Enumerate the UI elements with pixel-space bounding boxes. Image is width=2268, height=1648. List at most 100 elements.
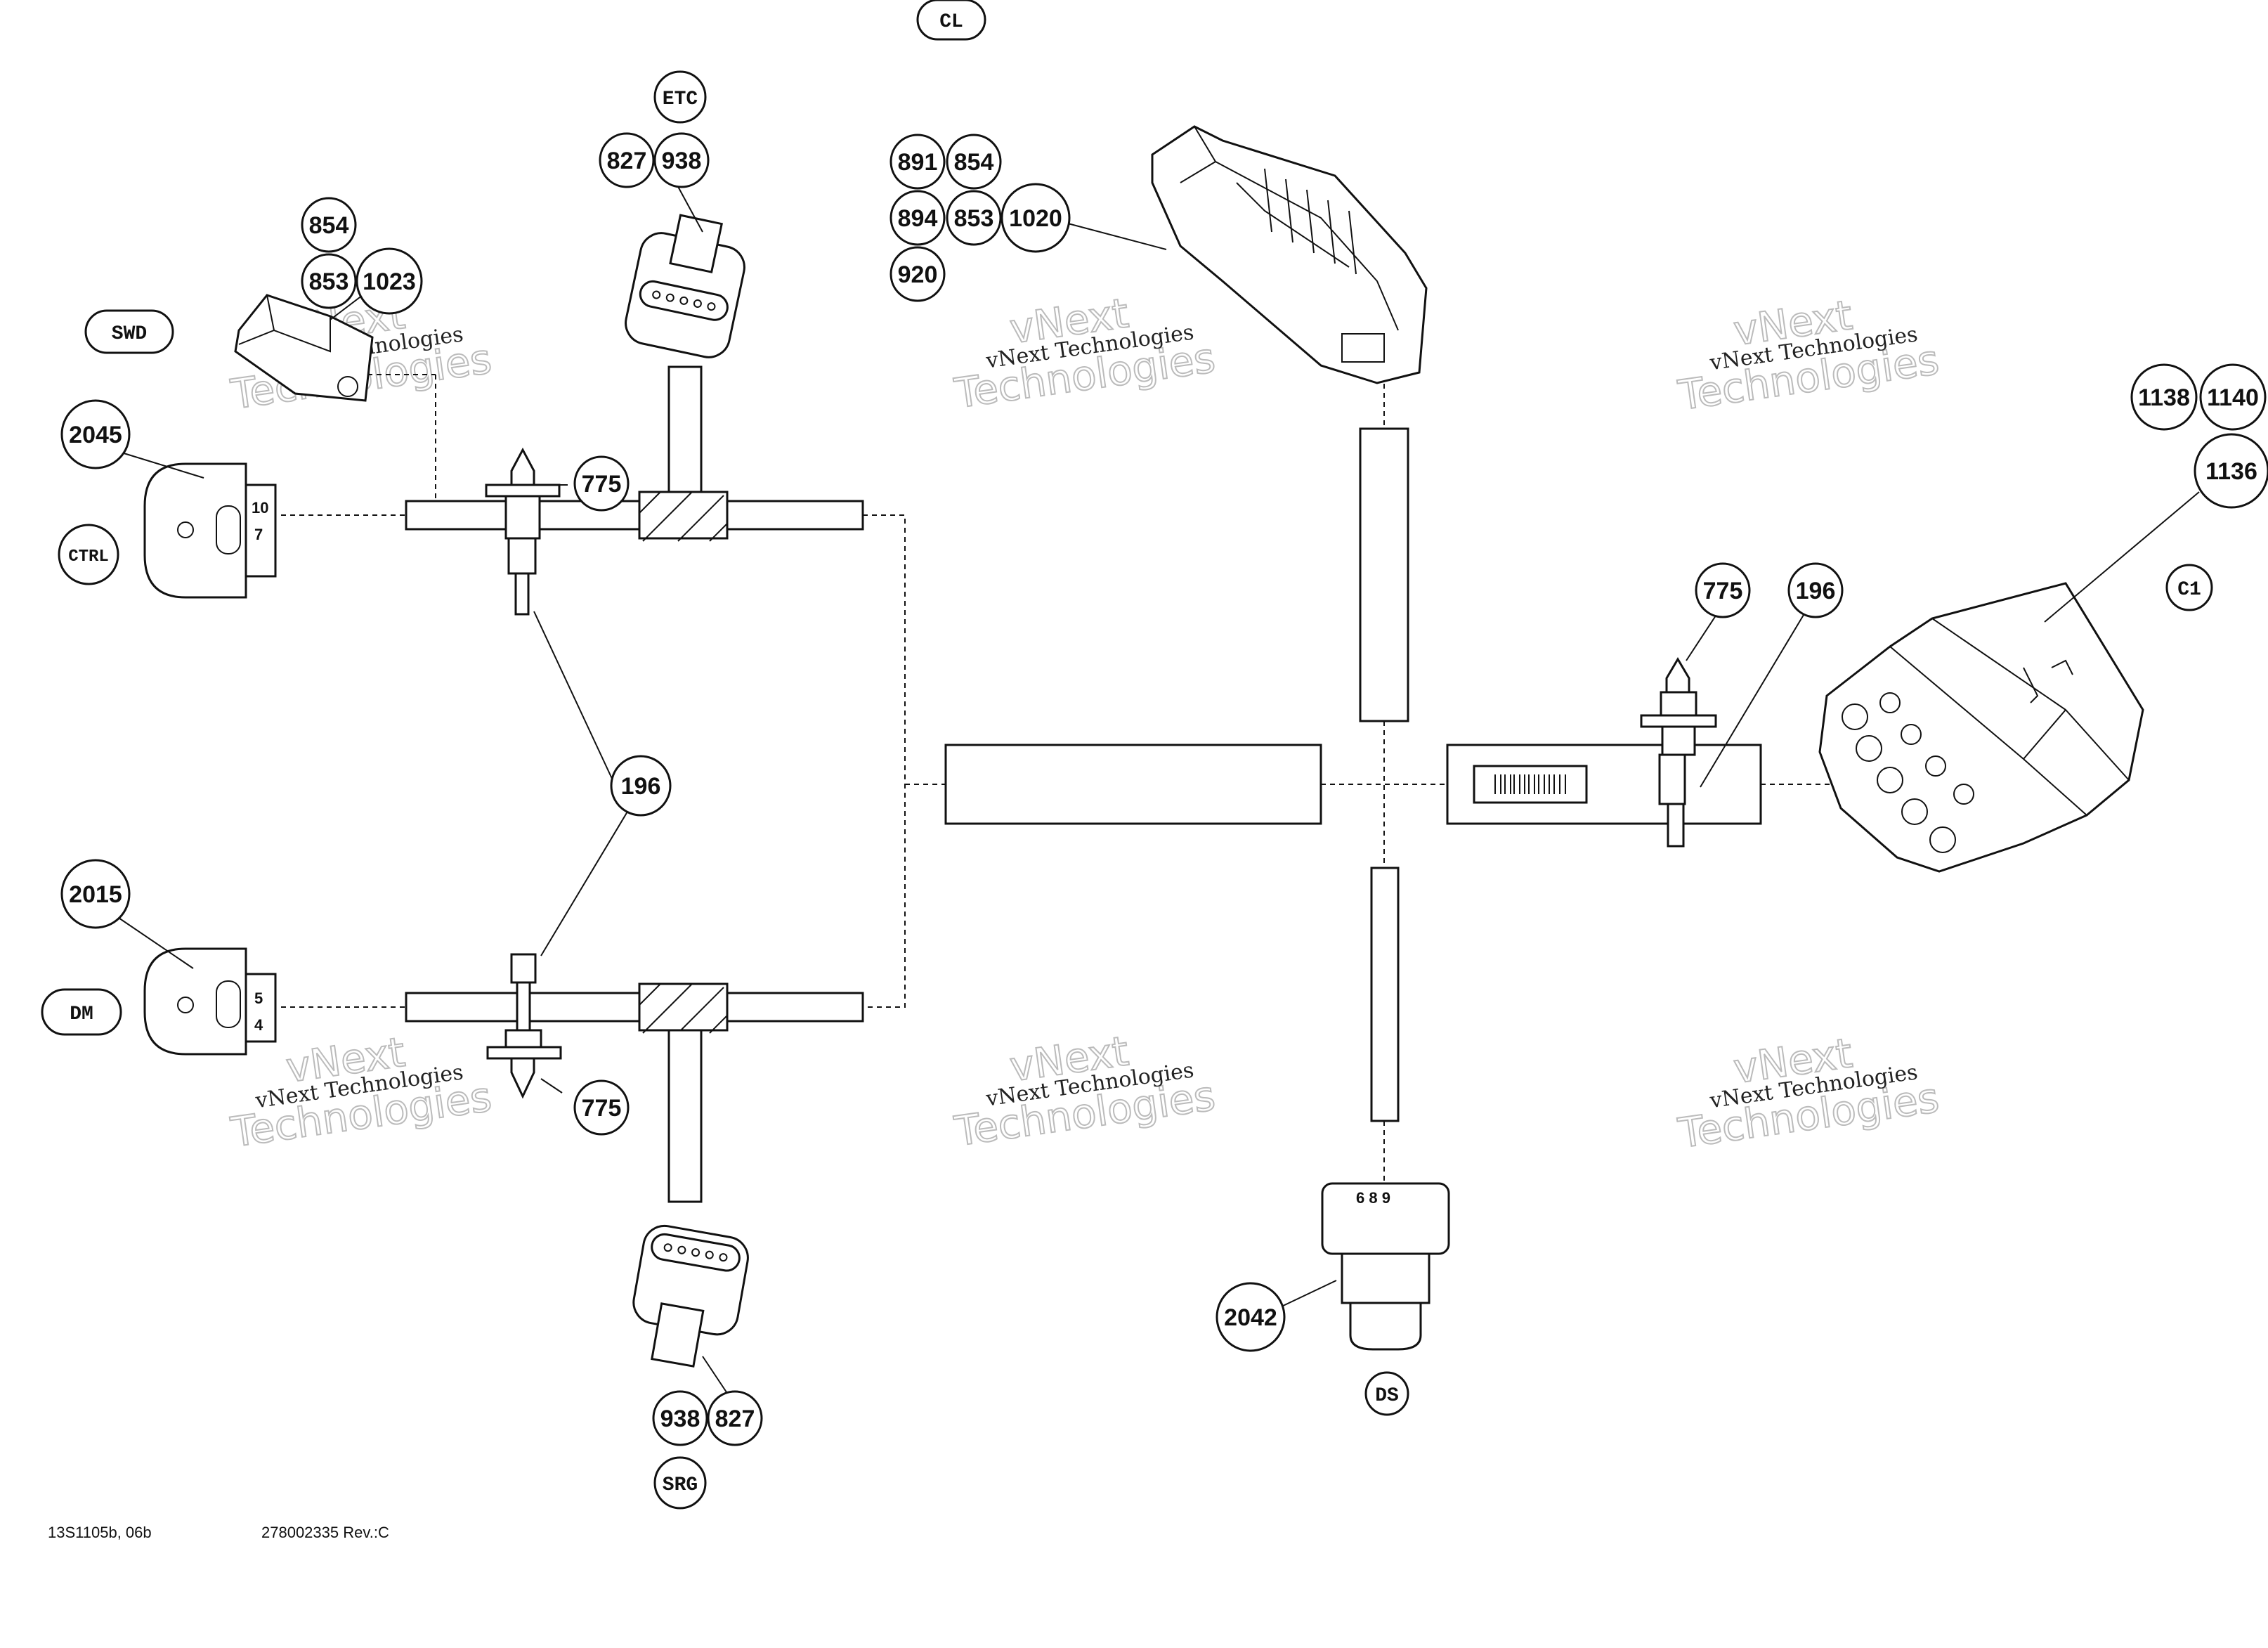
c1-cavity-1 xyxy=(1842,703,1868,730)
ctrl-pin-7: 7 xyxy=(254,526,263,543)
srg-pin-3 xyxy=(691,1248,700,1257)
leader-775-right xyxy=(1686,611,1719,661)
cl-connector-lock xyxy=(1341,333,1385,363)
clip-base-lower xyxy=(486,1046,562,1060)
tag-cl xyxy=(916,0,986,41)
callout-cl-1020 xyxy=(1001,183,1071,253)
c1-connector-body xyxy=(1818,582,2144,873)
callout-ctrl-2045-label: 2045 xyxy=(69,422,122,448)
callout-swd-853-label: 853 xyxy=(309,268,349,295)
clip-head-lower xyxy=(510,1057,535,1099)
callout-srg-938-label: 938 xyxy=(660,1406,700,1432)
callout-etc-938-label: 938 xyxy=(662,148,702,174)
srg-connector-latch xyxy=(651,1302,705,1368)
harness-trunk xyxy=(281,365,1869,1203)
clip-body-upper xyxy=(504,495,541,540)
tag-ctrl xyxy=(58,524,119,585)
callout-srg-827-label: 827 xyxy=(715,1406,755,1432)
leader-775-lower xyxy=(540,1078,563,1094)
clip-base-right xyxy=(1640,714,1717,728)
swd-connector-detail xyxy=(238,294,331,353)
tag-ds xyxy=(1364,1371,1409,1416)
ds-connector-neck xyxy=(1341,1252,1430,1304)
tag-srg xyxy=(653,1456,707,1510)
barcode xyxy=(1494,774,1566,794)
clip-775-lower xyxy=(486,1029,562,1099)
upper-left-branch xyxy=(405,500,864,531)
callout-cl-894-label: 894 xyxy=(898,205,938,232)
cl-connector-ribs xyxy=(1264,168,1357,275)
watermark-bottom-middle: Technologies vNext vNext Technologies xyxy=(951,1026,1218,1156)
tag-c1-label: C1 xyxy=(2177,579,2201,601)
callout-cl-854 xyxy=(946,134,1002,190)
ctrl-pin-10: 10 xyxy=(252,499,268,517)
callout-dm-2015-label: 2015 xyxy=(69,881,122,908)
footer-part-revision: 278002335 Rev.:C xyxy=(261,1524,389,1541)
clip-head-right xyxy=(1665,657,1690,694)
etc-connector-face xyxy=(639,280,729,321)
callout-c1-1140-label: 1140 xyxy=(2207,384,2259,411)
callout-swd-854 xyxy=(301,197,357,253)
callout-swd-853 xyxy=(301,253,357,309)
srg-pin-1 xyxy=(663,1243,672,1252)
c1-cavity-8 xyxy=(1925,755,1946,777)
c1-cavity-3 xyxy=(1877,767,1903,793)
etc-branch xyxy=(667,365,703,493)
watermark-top-right: Technologies vNext vNext Technologies xyxy=(1674,290,1942,420)
etc-connector xyxy=(625,214,745,358)
ctrl-connector-hole xyxy=(177,521,194,538)
tag-srg-label: SRG xyxy=(663,1474,698,1496)
callout-c1-1136 xyxy=(2194,433,2268,509)
leader-swd xyxy=(330,294,363,320)
callout-cl-891 xyxy=(889,134,946,190)
callout-cl-894 xyxy=(889,190,946,246)
splice-lower-hatch xyxy=(639,983,728,1034)
tag-dm xyxy=(41,988,122,1036)
c1-cavity-4 xyxy=(1901,798,1928,825)
c1-connector-latch xyxy=(2023,659,2073,703)
swd-connector xyxy=(234,294,374,402)
tag-cl-label: CL xyxy=(939,11,963,33)
c1-cavity-2 xyxy=(1856,735,1882,762)
leader-2045 xyxy=(112,449,204,479)
tag-swd-label: SWD xyxy=(112,323,147,345)
clip-stem-right xyxy=(1661,725,1696,756)
tag-etc xyxy=(653,70,707,124)
cl-connector xyxy=(1151,125,1428,384)
tag-ds-label: DS xyxy=(1375,1385,1399,1407)
leader-srg xyxy=(702,1356,731,1399)
leader-196-right xyxy=(1700,604,1811,788)
ctrl-connector-latch xyxy=(216,505,241,554)
swd-connector-body xyxy=(234,294,374,402)
ds-branch xyxy=(1370,867,1400,1122)
clip-head-upper xyxy=(510,447,535,486)
leader-2042 xyxy=(1279,1280,1337,1308)
leader-c1 xyxy=(2044,491,2200,623)
ctrl-connector-body xyxy=(143,462,247,599)
c1-cavity-7 xyxy=(1901,724,1922,745)
etc-pin-4 xyxy=(693,299,702,308)
etc-pin-2 xyxy=(665,293,674,302)
clip-775-right xyxy=(1640,657,1717,848)
callout-tie-196-label: 196 xyxy=(621,773,661,800)
dm-connector-body xyxy=(143,947,247,1056)
leader-196-lower xyxy=(540,807,630,956)
c1-connector-edges xyxy=(1889,618,2130,816)
callout-cl-853 xyxy=(946,190,1002,246)
ctrl-connector: 10 7 xyxy=(143,462,277,599)
leader-lines xyxy=(112,182,2200,1399)
leader-196-upper xyxy=(533,611,623,802)
callout-ds-2042 xyxy=(1216,1282,1286,1352)
callout-etc-827-label: 827 xyxy=(607,148,647,174)
cl-branch xyxy=(1359,427,1409,722)
callout-cl-854-label: 854 xyxy=(954,149,994,176)
callout-clip-775-lower xyxy=(573,1079,630,1136)
clip-base-upper xyxy=(485,484,561,498)
callout-cl-920 xyxy=(889,246,946,302)
callout-swd-1023 xyxy=(356,247,423,315)
callout-c1-1138-label: 1138 xyxy=(2138,384,2190,411)
dm-connector-face xyxy=(245,973,277,1043)
tie-strap-upper xyxy=(514,572,530,616)
callout-ctrl-2045 xyxy=(60,399,131,469)
